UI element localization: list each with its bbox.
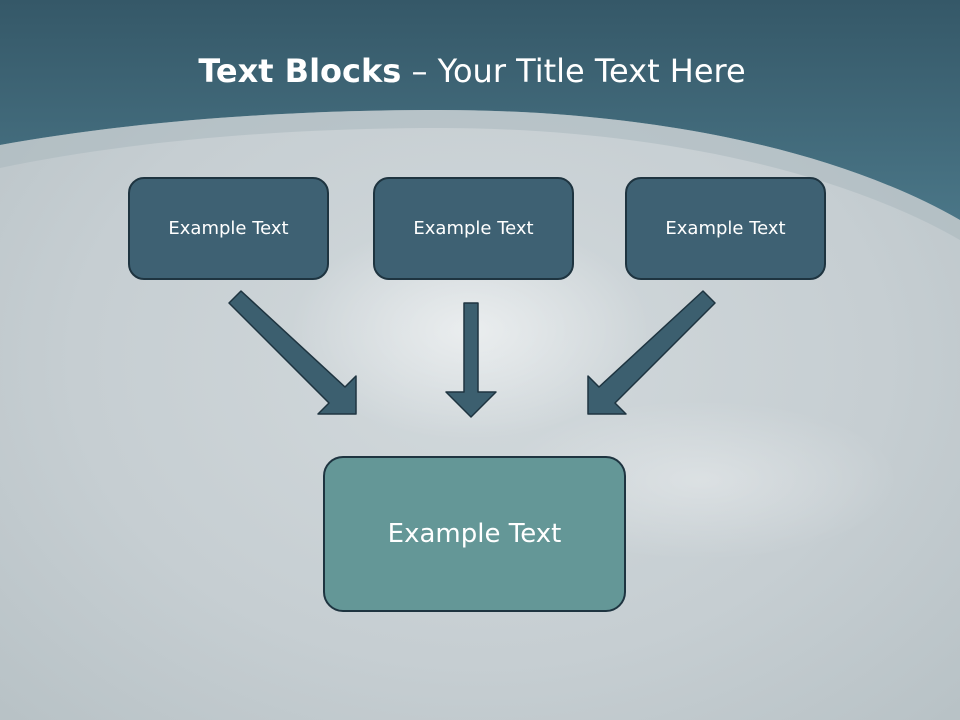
text-block-main-label: Example Text <box>387 519 562 549</box>
text-block-3-label: Example Text <box>665 218 786 239</box>
text-block-1: Example Text <box>128 177 329 280</box>
arrow-left-diagonal <box>228 290 357 415</box>
text-block-2-label: Example Text <box>413 218 534 239</box>
header-band <box>0 0 960 220</box>
title-bold-part: Text Blocks <box>198 52 402 90</box>
header-band-rim <box>0 110 960 240</box>
text-block-1-label: Example Text <box>168 218 289 239</box>
text-block-2: Example Text <box>373 177 574 280</box>
arrow-center-down <box>445 302 497 418</box>
arrow-right-diagonal <box>587 290 716 415</box>
text-block-3: Example Text <box>625 177 826 280</box>
text-block-main: Example Text <box>323 456 626 612</box>
slide-title: Text Blocks – Your Title Text Here <box>0 52 944 90</box>
title-regular-part: – Your Title Text Here <box>401 52 746 90</box>
